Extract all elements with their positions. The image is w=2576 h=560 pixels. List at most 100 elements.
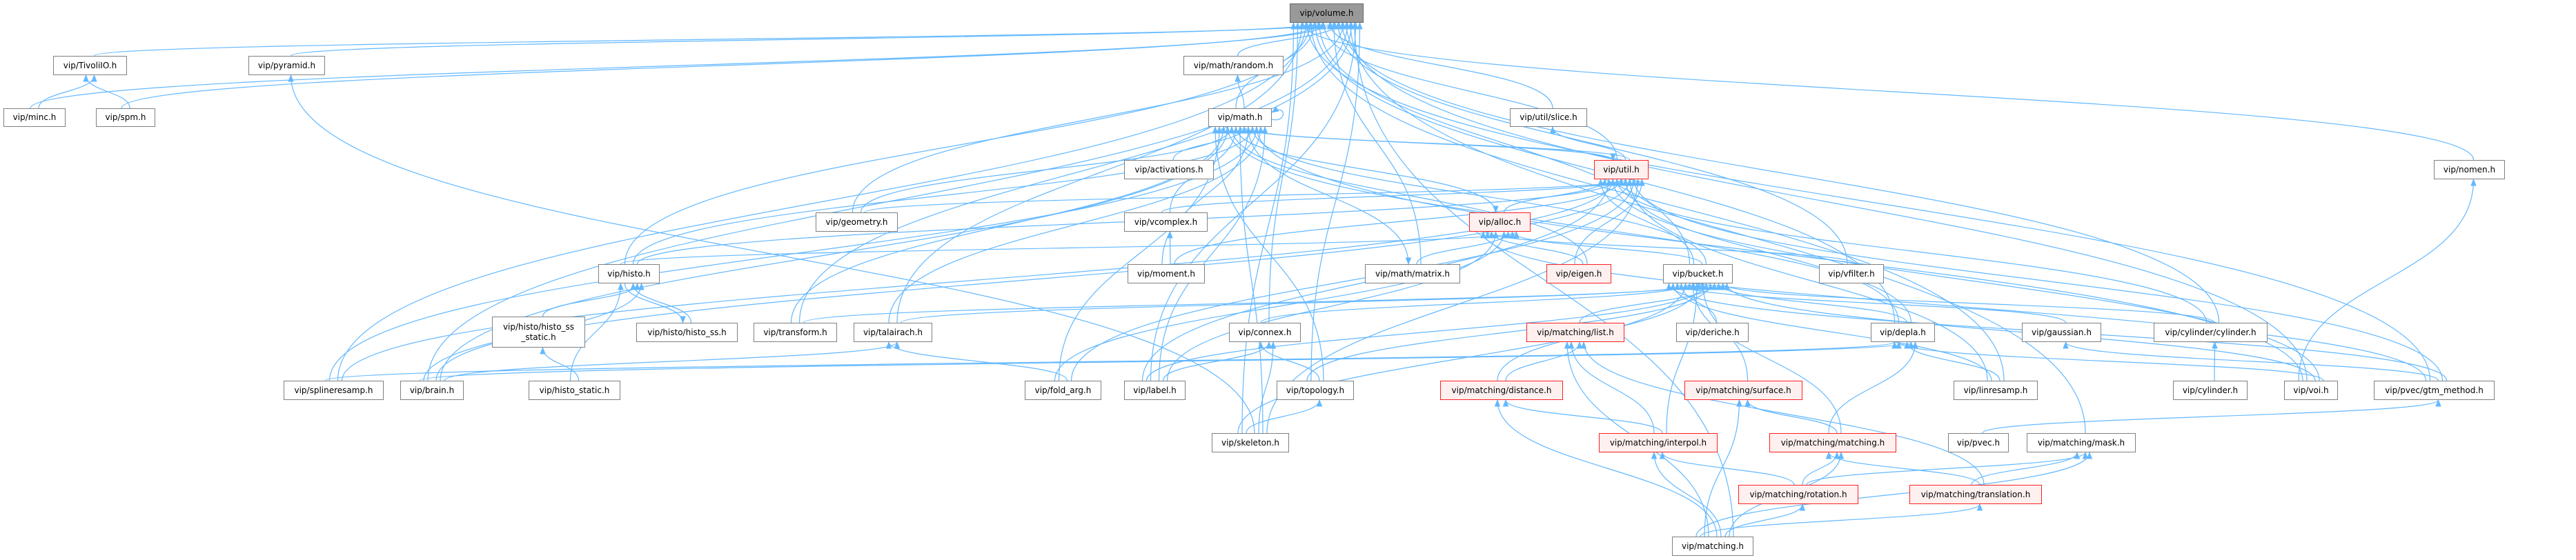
node-matrix[interactable]: vip/math/matrix.h [1365,264,1460,283]
node-linresamp[interactable]: vip/linresamp.h [1954,381,2038,400]
edge-cyl_cyl-to-util [1613,178,2208,323]
node-histo-ss-static[interactable]: vip/histo/histo_ss _static.h [492,317,585,348]
edge-splineresamp-to-volume [337,21,1309,381]
node-mask[interactable]: vip/matching/mask.h [2027,433,2136,452]
edge-util-to-slice [1549,126,1626,161]
node-alloc[interactable]: vip/alloc.h [1469,212,1531,232]
edge-pvec-to-gtm [1982,399,2441,434]
edge-histo_static-to-histo [569,282,624,381]
edge-deriche-to-bucket [1678,282,1718,323]
edge-skeleton-to-connex [1258,341,1277,434]
node-talairach[interactable]: vip/talairach.h [854,323,932,342]
node-TivoliIO[interactable]: vip/TivoliIO.h [53,56,127,75]
edge-label-to-bucket [1146,282,1709,381]
node-eigen[interactable]: vip/eigen.h [1546,264,1611,283]
edge-math-to-math [1271,106,1284,121]
node-nomen[interactable]: vip/nomen.h [2434,160,2505,179]
edge-cyl_cyl-to-bucket [1720,282,2216,323]
node-histo[interactable]: vip/histo.h [598,264,660,283]
node-depla[interactable]: vip/depla.h [1871,323,1935,342]
edge-connex-to-bucket [1260,282,1693,323]
node-vfilter[interactable]: vip/vfilter.h [1819,264,1884,283]
edge-talairach-to-math [888,126,1264,323]
node-brain[interactable]: vip/brain.h [400,381,464,400]
node-mmatching[interactable]: vip/matching/matching.h [1769,433,1896,452]
node-skeleton[interactable]: vip/skeleton.h [1212,433,1289,452]
node-fold-arg[interactable]: vip/fold_arg.h [1025,381,1101,400]
node-distance[interactable]: vip/matching/distance.h [1440,381,1563,400]
edge-spm-to-volume [121,21,1326,109]
node-math[interactable]: vip/math.h [1208,108,1272,127]
node-topology[interactable]: vip/topology.h [1277,381,1354,400]
node-gtm[interactable]: vip/pvec/gtm_method.h [2374,381,2495,400]
edge-bucket-to-volume [1316,21,1691,265]
node-matching[interactable]: vip/matching.h [1672,537,1753,556]
edge-linresamp-to-bucket [1670,282,1992,381]
edge-topology-to-volume [1310,21,1363,381]
node-histo-ss[interactable]: vip/histo/histo_ss.h [636,323,738,342]
node-pvec[interactable]: vip/pvec.h [1948,433,2009,452]
node-translation[interactable]: vip/matching/translation.h [1909,485,2042,504]
node-volume[interactable]: vip/volume.h [1290,3,1364,23]
node-vcomplex[interactable]: vip/vcomplex.h [1124,212,1208,232]
node-gaussian[interactable]: vip/gaussian.h [2022,323,2101,342]
edge-cylinder-to-cyl_cyl [2212,341,2218,381]
edge-histo-to-histo_ss [624,283,686,324]
edge-label-to-connex [1162,341,1272,381]
edge-gtm-to-alloc [1480,230,2427,381]
edge-minc-to-volume [30,21,1334,109]
edge-gtm-to-util [1631,178,2444,381]
node-pyramid[interactable]: vip/pyramid.h [248,56,325,75]
node-splineresamp[interactable]: vip/splineresamp.h [284,381,384,400]
edge-distance-to-list [1505,341,1583,381]
node-moment[interactable]: vip/moment.h [1128,264,1205,283]
node-slice[interactable]: vip/util/slice.h [1510,108,1587,127]
edge-translation-to-list [1580,341,1985,486]
edge-eigen-to-alloc [1488,230,1584,265]
node-rotation[interactable]: vip/matching/rotation.h [1738,485,1858,504]
node-surface[interactable]: vip/matching/surface.h [1684,381,1802,400]
node-voi[interactable]: vip/voi.h [2284,381,2338,400]
edge-fold_arg-to-talairach [885,341,1068,381]
node-list[interactable]: vip/matching/list.h [1526,323,1624,342]
edge-histo_static-to-histo_ss_static [540,346,580,381]
edge-voi-to-volume [1343,21,2308,381]
edge-linresamp-to-util [1626,178,1988,381]
node-util[interactable]: vip/util.h [1594,160,1649,179]
node-interpol[interactable]: vip/matching/interpol.h [1599,433,1718,452]
edge-transform-to-volume [798,21,1355,323]
edge-translation-to-mask [1971,451,2081,486]
edge-splineresamp-to-depla [324,341,1898,381]
node-cyl-cyl[interactable]: vip/cylinder/cylinder.h [2154,323,2268,342]
node-deriche[interactable]: vip/deriche.h [1676,323,1749,342]
edge-depla-to-util [1622,178,1900,323]
edge-math-to-alloc [1235,126,1499,214]
edge-TivoliIO-to-volume [93,21,1338,57]
node-label[interactable]: vip/label.h [1124,381,1186,400]
edge-mmatching-to-bucket [1689,282,1842,434]
edge-topology-to-connex [1257,341,1320,381]
edge-histo-to-alloc [620,230,1520,265]
edge-matching-to-translation [1700,503,1983,537]
node-connex[interactable]: vip/connex.h [1229,323,1301,342]
edge-matching-to-interpol [1651,451,1722,537]
edge-rotation-to-mask [1806,451,2089,486]
edge-brain-to-talairach [444,341,901,381]
edge-fold_arg-to-alloc [1054,230,1507,381]
node-spm[interactable]: vip/spm.h [96,108,155,127]
edge-matching-to-rotation [1724,503,1806,537]
edge-util-to-volume [1320,21,1618,161]
edge-depla-to-math [1224,126,1912,323]
node-activations[interactable]: vip/activations.h [1124,160,1214,179]
node-geometry[interactable]: vip/geometry.h [816,212,898,232]
edge-interpol-to-list [1568,341,1655,434]
node-minc[interactable]: vip/minc.h [3,108,66,127]
node-bucket[interactable]: vip/bucket.h [1663,264,1733,283]
node-cylinder[interactable]: vip/cylinder.h [2173,381,2248,400]
edge-mmatching-to-surface [1744,399,1838,434]
node-random[interactable]: vip/math/random.h [1183,56,1284,75]
node-transform[interactable]: vip/transform.h [754,323,837,342]
node-histo-static[interactable]: vip/histo_static.h [529,381,620,400]
